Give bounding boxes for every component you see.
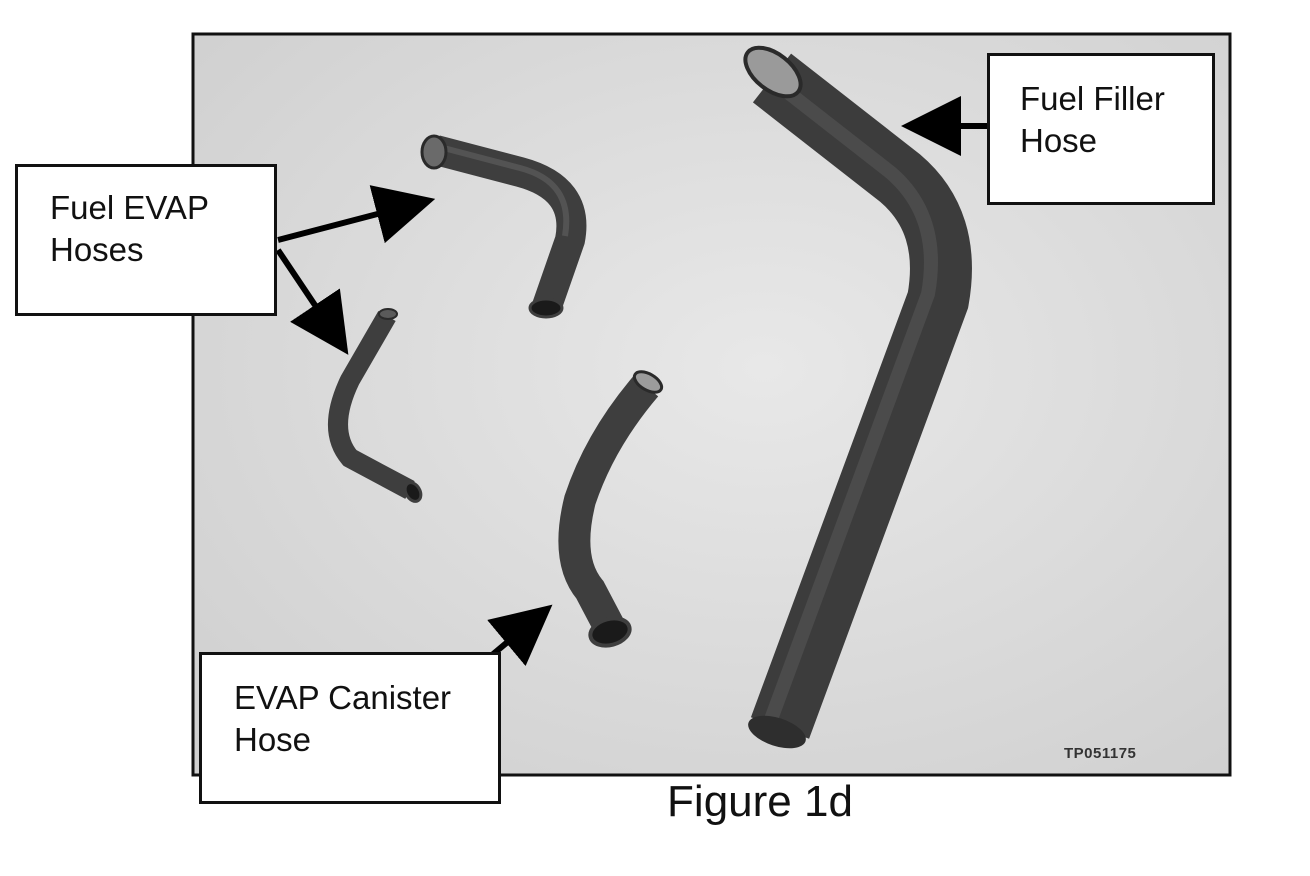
- photo-code-label: TP051175: [1064, 745, 1137, 762]
- callout-evap-canister-hose-line1: EVAP Canister: [234, 679, 452, 716]
- callout-evap-canister-hose-line2: Hose: [234, 721, 312, 758]
- evap-canister-hose: [558, 370, 664, 648]
- arrow-to-lower-evap-hose: [275, 248, 349, 355]
- lower-evap-hose-opening-bottom: [403, 481, 423, 503]
- callout-fuel-evap-hoses-line1: Fuel EVAP: [50, 189, 209, 226]
- callout-fuel-filler-hose-line1: Fuel Filler: [1020, 80, 1165, 117]
- arrow-to-upper-evap-hose: [277, 185, 436, 244]
- callout-fuel-filler-hose: Fuel Filler Hose: [987, 53, 1215, 205]
- upper-evap-hose-opening: [420, 134, 448, 170]
- lower-evap-hose-opening-top: [378, 308, 398, 320]
- canister-hose-opening-top: [632, 370, 664, 394]
- fuel-evap-hose-lower: [328, 308, 423, 503]
- fuel-filler-hose: [743, 45, 972, 749]
- upper-evap-hose-opening-bottom: [528, 297, 564, 319]
- callout-fuel-evap-hoses-line2: Hoses: [50, 231, 144, 268]
- filler-hose-opening-top: [743, 45, 803, 99]
- arrow-to-canister-hose: [487, 604, 553, 667]
- callout-fuel-filler-hose-line2: Hose: [1020, 122, 1098, 159]
- canister-hose-opening-bottom: [588, 616, 632, 648]
- filler-hose-end-bottom: [748, 715, 806, 749]
- figure-caption: Figure 1d: [667, 777, 853, 826]
- fuel-evap-hose-upper: [420, 134, 587, 319]
- callout-evap-canister-hose: EVAP Canister Hose: [199, 652, 501, 804]
- callout-fuel-evap-hoses: Fuel EVAP Hoses: [15, 164, 277, 316]
